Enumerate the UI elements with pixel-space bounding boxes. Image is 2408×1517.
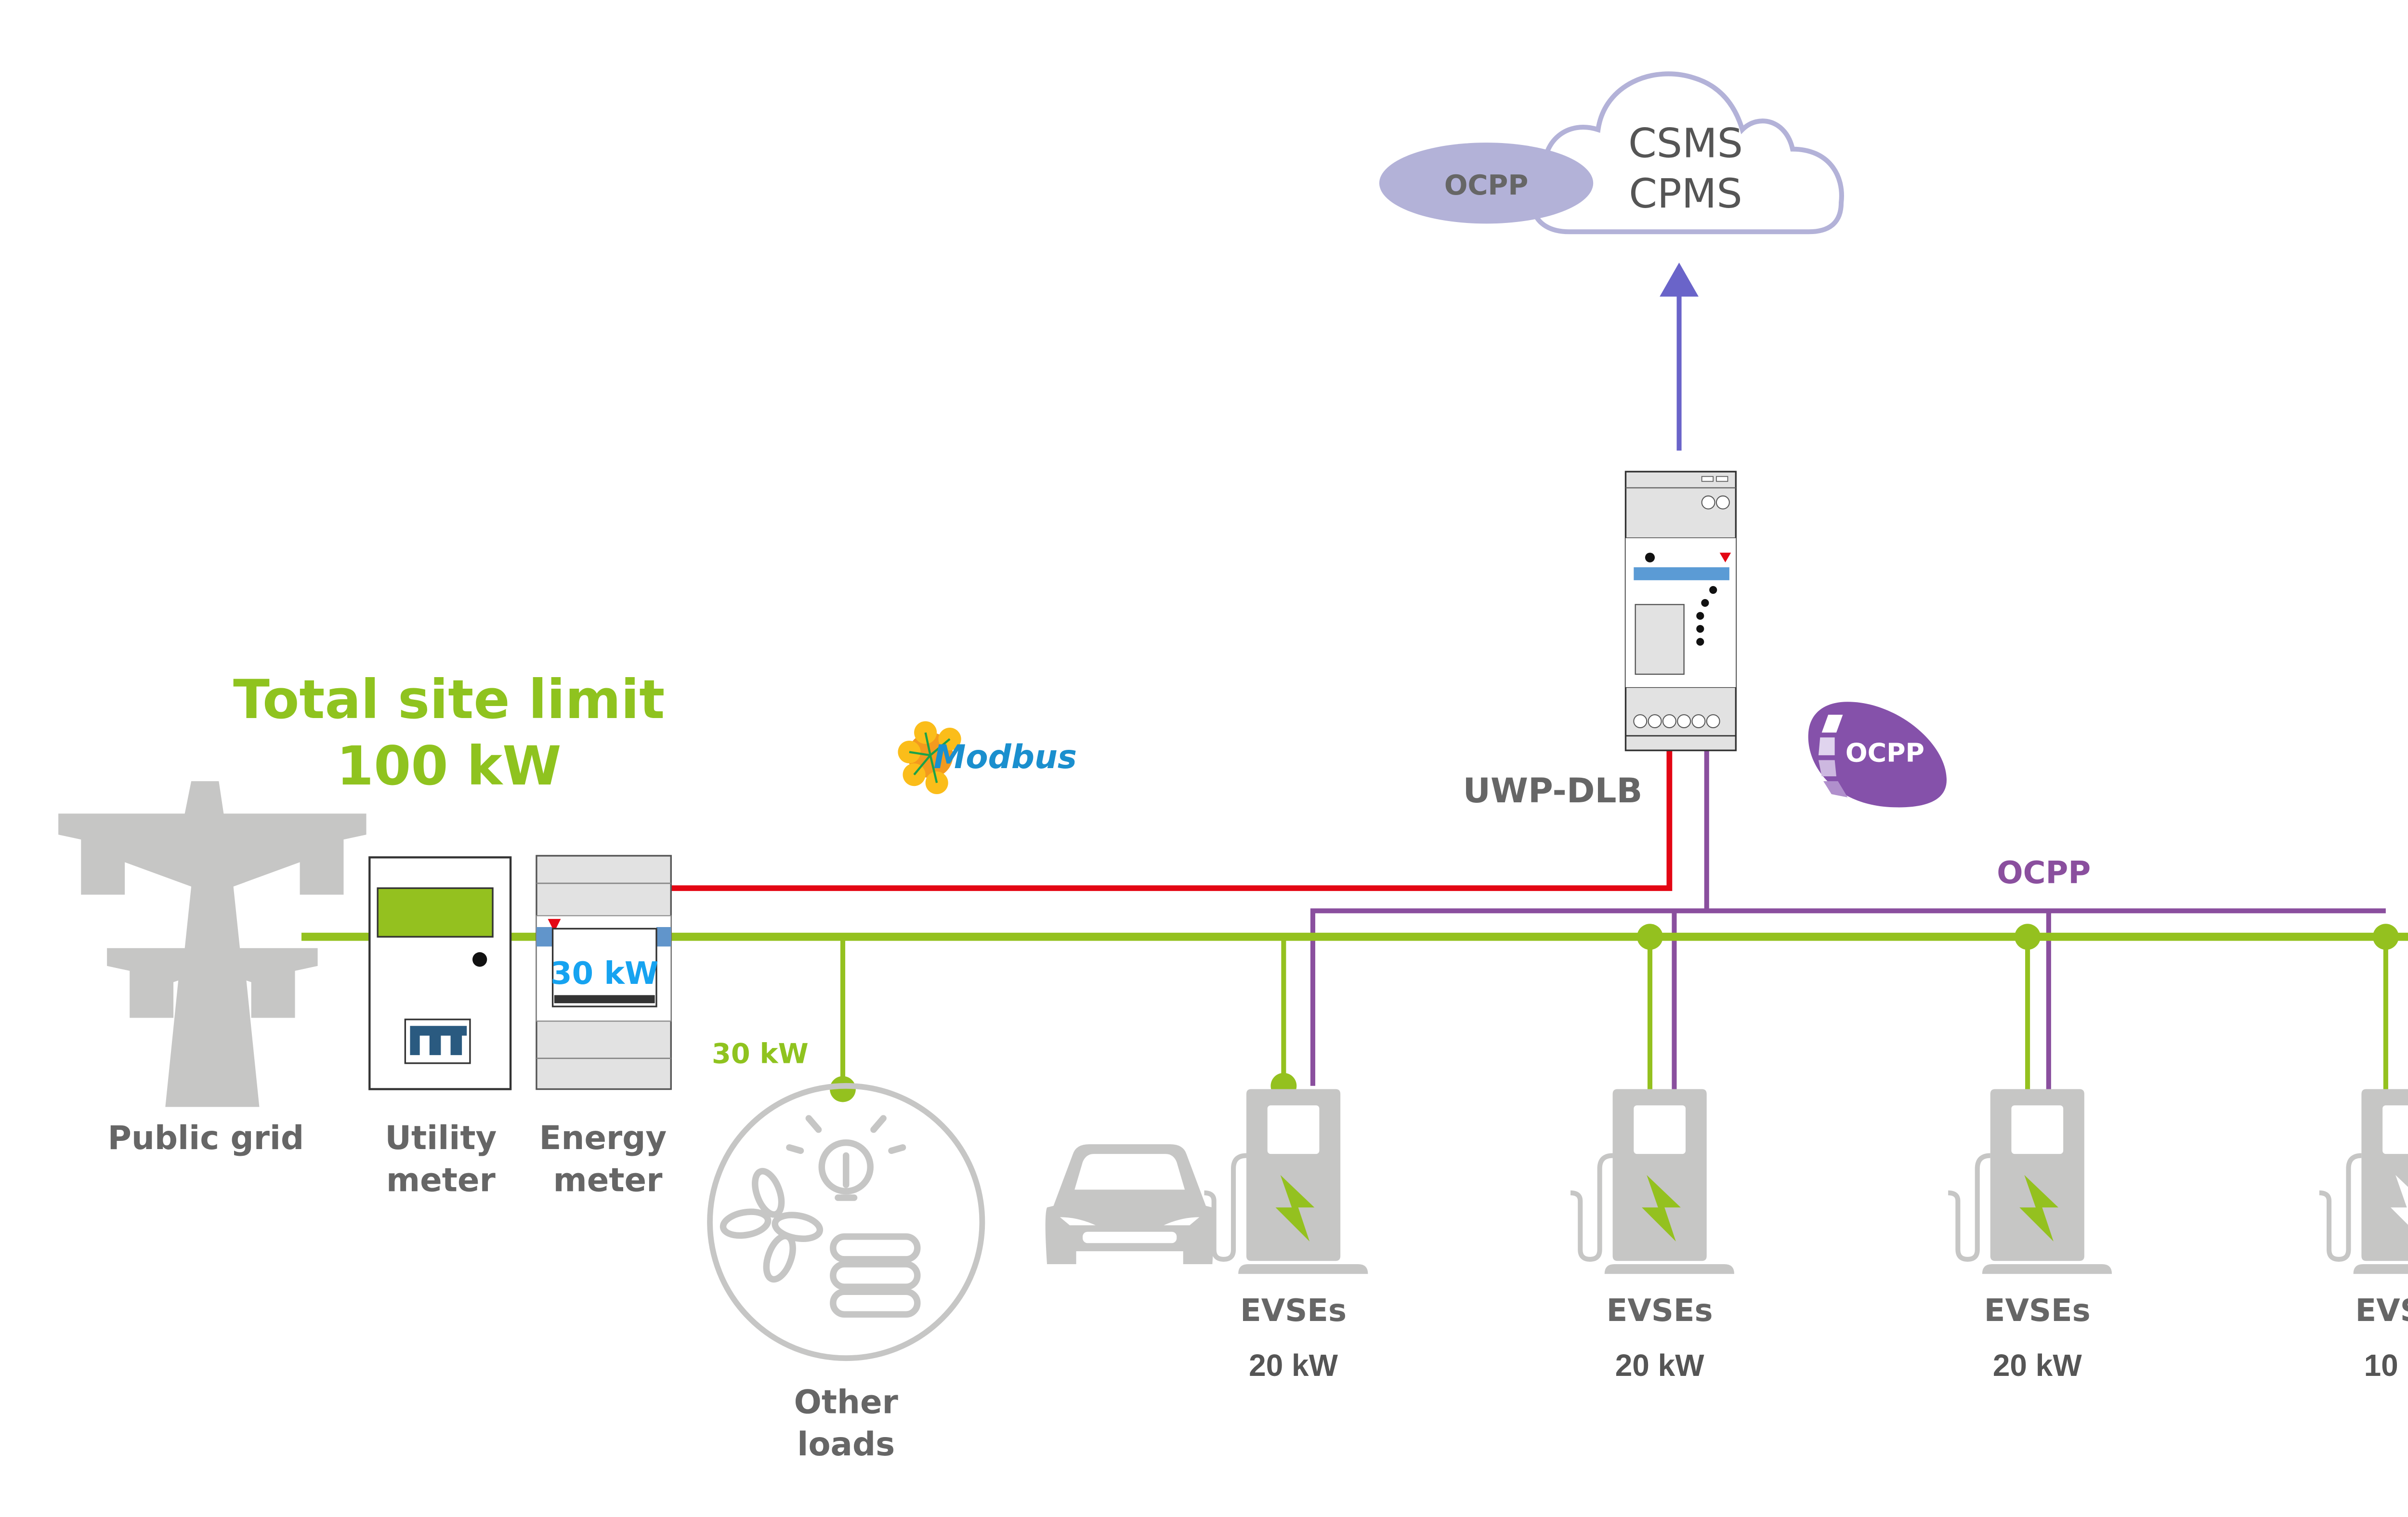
charging-station-screen: [1634, 1105, 1686, 1154]
lightning-bolt-icon: [1642, 1175, 1681, 1242]
modbus-wire: [671, 750, 1673, 891]
uwp-bus-led: [1645, 552, 1655, 562]
cloud-label-cpms: CPMS: [1629, 170, 1742, 217]
evse-4-node: [2372, 924, 2399, 950]
charging-station-base: [1604, 1264, 1734, 1274]
charging-station-base: [1982, 1264, 2112, 1274]
public-grid-label: Public grid: [108, 1119, 304, 1157]
site-limit: Total site limit 100 kW: [233, 669, 665, 798]
ocpp-bus-trunk: [1310, 908, 2386, 1086]
heater-icon: [830, 1233, 921, 1318]
utility-meter-display: [377, 887, 494, 938]
uwp-status-bar: [1634, 567, 1729, 580]
energy-meter-label-2: meter: [553, 1162, 663, 1199]
site-limit-title: Total site limit: [233, 669, 665, 731]
cloud-ocpp-badge: [1379, 143, 1594, 224]
cloud-csms-cpms: CSMS CPMS OCPP: [1379, 71, 1844, 235]
charging-cable-icon: [1570, 1153, 1613, 1262]
electric-car-icon: [1045, 1144, 1214, 1264]
utility-meter-label-1: Utility: [385, 1119, 497, 1157]
evse-power: 10 kW: [2364, 1348, 2408, 1383]
utility-meter-led: [472, 952, 487, 967]
modbus-logo: Modbus: [898, 721, 1077, 795]
lightbulb-icon: [786, 1115, 906, 1201]
evse-station: EVSEs 20 kW: [1570, 1089, 1734, 1383]
uplink-arrow: [1660, 262, 1699, 451]
other-loads-circle: [707, 1083, 985, 1361]
utility-meter-breaker-icon: [410, 1026, 467, 1055]
energy-meter: 30 kW Energy meter: [536, 855, 672, 1199]
charging-cable-icon: [1948, 1153, 1990, 1262]
evse-station: EVSEs 20 kW: [1204, 1089, 1368, 1383]
evse-label: EVSEs: [1607, 1293, 1713, 1329]
evse-label: EVSEs: [1240, 1293, 1347, 1329]
energy-meter-display-value: 30 kW: [550, 956, 658, 992]
uwp-led-column: [1696, 586, 1717, 646]
other-loads-node: [830, 1076, 856, 1102]
evse-station: EVSEs 20 kW: [1948, 1089, 2112, 1383]
other-loads-power: 30 kW: [712, 1038, 809, 1070]
evse-3-node: [2015, 924, 2041, 950]
charging-station-screen: [1267, 1105, 1320, 1154]
ocpp-logo: OCPP: [1808, 702, 1947, 808]
evse-label: EVSEs: [2355, 1293, 2408, 1329]
utility-meter-label-2: meter: [386, 1162, 496, 1199]
lightning-bolt-icon: [2390, 1175, 2408, 1225]
evse-power: 20 kW: [1993, 1348, 2082, 1383]
uwp-panel: [1635, 604, 1685, 675]
lightning-bolt-icon: [2019, 1175, 2059, 1242]
evse-power: 20 kW: [1615, 1348, 1704, 1383]
fan-icon: [720, 1168, 824, 1283]
charging-station-screen: [2382, 1105, 2408, 1154]
uwp-dlb-label: UWP-DLB: [1463, 771, 1643, 811]
evse-2-node: [1637, 924, 1663, 950]
evse-label: EVSEs: [1984, 1293, 2091, 1329]
evse-station: EVSEs 10 kW: [2319, 1089, 2408, 1383]
uwp-brand-logo-icon: [1719, 552, 1731, 562]
charging-station-base: [1238, 1264, 1368, 1274]
other-loads-label-1: Other: [794, 1384, 898, 1421]
ocpp-bus-label: OCPP: [1997, 855, 2091, 891]
charging-cable-icon: [1204, 1153, 1247, 1262]
ocpp-logo-text: OCPP: [1845, 738, 1924, 768]
modbus-logo-text: Modbus: [933, 738, 1077, 776]
charging-station-screen: [2011, 1105, 2064, 1154]
other-loads-label-2: loads: [797, 1425, 895, 1463]
carlo-gavazzi-logo-icon: [548, 919, 561, 932]
public-grid: Public grid: [58, 781, 366, 1157]
uwp-dlb-controller: UWP-DLB: [1463, 471, 1737, 811]
lightning-bolt-icon: [1275, 1175, 1315, 1242]
cloud-label-csms: CSMS: [1628, 119, 1743, 167]
charging-cable-icon: [2319, 1153, 2362, 1262]
cloud-ocpp-badge-label: OCPP: [1444, 170, 1528, 201]
utility-meter: Utility meter: [368, 856, 512, 1199]
power-pylon-icon: [58, 781, 366, 1107]
other-loads: 30 kW Other loads: [707, 1038, 985, 1463]
energy-meter-screen: [551, 928, 657, 1007]
arrow-up-icon: [1660, 262, 1699, 297]
charging-station-base: [2353, 1264, 2408, 1274]
energy-meter-label-1: Energy: [539, 1119, 667, 1157]
evse-power: 20 kW: [1249, 1348, 1338, 1383]
site-limit-value: 100 kW: [337, 735, 562, 798]
evse-group: EVSEs 20 kW EVSEs 20 kW EVSEs 20 kW EVSEs 10 kW: [1204, 1089, 2408, 1383]
